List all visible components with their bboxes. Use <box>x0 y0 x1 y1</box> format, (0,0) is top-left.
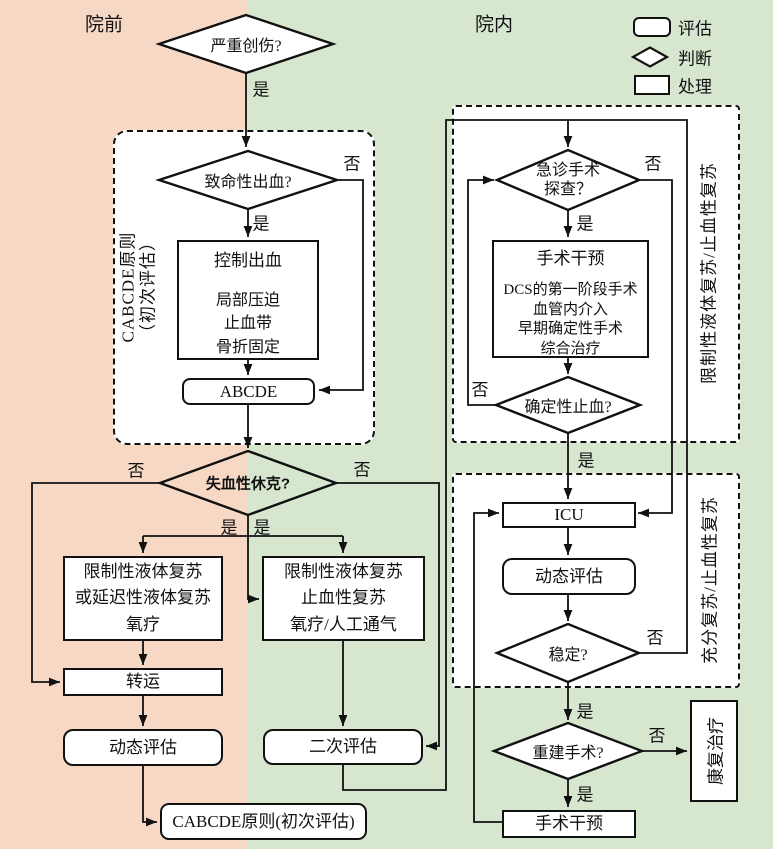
fatal-bleeding-text: 致命性出血? <box>204 174 292 191</box>
surgical-intervention-box: 手术干预 DCS的第一阶段手术 血管内介入 早期确定性手术 综合治疗 <box>492 240 649 358</box>
hemorrhagic-shock-text: 失血性休克? <box>205 475 291 493</box>
surgical-intervention-item: 早期确定性手术 <box>517 321 623 338</box>
branch-no: 否 <box>644 154 662 174</box>
branch-yes: 是 <box>577 451 595 471</box>
legend-treat-shape <box>634 75 670 95</box>
edge-hemostasis-no-loop <box>467 175 496 406</box>
dynamic-assess-right-box: 动态评估 <box>502 558 636 595</box>
edge-shock-yes-split <box>143 515 343 537</box>
branch-no: 否 <box>648 726 666 746</box>
severe-trauma-text: 严重创伤? <box>210 38 282 55</box>
region-prehospital-label: 院前 <box>84 14 124 36</box>
control-bleeding-title: 控制出血 <box>214 251 282 270</box>
branch-yes: 是 <box>220 518 238 538</box>
control-bleeding-item: 局部压迫 <box>215 292 280 310</box>
branch-no: 否 <box>471 380 489 400</box>
legend-assess-label: 评估 <box>678 19 712 39</box>
branch-yes: 是 <box>252 80 270 100</box>
severe-trauma-diamond <box>155 13 337 75</box>
edge-dynassess-to-cabcde-re <box>142 766 157 827</box>
icu-box: ICU <box>502 502 636 528</box>
stable-text: 稳定? <box>548 647 588 664</box>
surgical-intervention2-label: 手术干预 <box>535 814 603 834</box>
edge-yes-to-right-resus-side <box>247 536 259 604</box>
legend-assess-shape <box>633 17 671 37</box>
edge-surg2-loop-to-icu <box>473 508 502 823</box>
emergency-surgery-diamond <box>493 148 643 212</box>
edge-fatal-no-to-abcde <box>319 179 364 395</box>
branch-yes: 是 <box>576 702 594 722</box>
left-resus-box: 限制性液体复苏 或延迟性液体复苏 氧疗 <box>63 556 223 641</box>
dynamic-assess-left-box: 动态评估 <box>63 729 223 766</box>
emergency-surgery-line2: 探查？ <box>543 181 593 198</box>
full-resus-group-label: 充分复苏/止血性复苏 <box>700 496 720 664</box>
surgical-intervention2-box: 手术干预 <box>502 810 636 838</box>
left-resus-line: 限制性液体复苏 <box>83 561 203 581</box>
reconstruction-diamond <box>490 721 646 781</box>
stable-diamond <box>493 622 643 684</box>
control-bleeding-box: 控制出血 局部压迫 止血带 骨折固定 <box>177 240 319 360</box>
legend-treat-label: 处理 <box>678 77 712 97</box>
branch-no: 否 <box>353 460 371 480</box>
cabcde-reassess-label: CABCDE原则(初次评估) <box>172 811 355 831</box>
right-resus-line: 限制性液体复苏 <box>284 561 403 581</box>
abcde-label: ABCDE <box>219 381 278 401</box>
secondary-assess-label: 二次评估 <box>309 737 377 757</box>
cabcde-group-line1: CABCDE原则 <box>118 231 138 343</box>
legend-decide-label: 判断 <box>678 49 712 69</box>
rehab-label: 康复治疗 <box>706 717 726 785</box>
rehab-box <box>690 700 738 802</box>
branch-yes: 是 <box>253 518 271 538</box>
emergency-surgery-line1: 急诊手术 <box>535 161 601 179</box>
cabcde-group-line2: （初次评估） <box>139 233 158 341</box>
left-resus-line: 或延迟性液体复苏 <box>75 588 211 608</box>
hemorrhagic-shock-diamond <box>156 449 340 517</box>
branch-yes: 是 <box>252 214 270 234</box>
definitive-hemostasis-diamond <box>492 375 644 435</box>
reconstruction-text: 重建手术? <box>532 745 604 762</box>
surgical-intervention-item: 血管内介入 <box>532 301 608 318</box>
transfer-box: 转运 <box>63 668 223 696</box>
icu-label: ICU <box>554 505 584 525</box>
edge-shock-no-right-to-secondary <box>336 482 440 751</box>
surgical-intervention-item: DCS的第一阶段手术 <box>503 282 638 299</box>
right-resus-box: 限制性液体复苏 止血性复苏 氧疗/人工通气 <box>262 556 425 641</box>
branch-no: 否 <box>343 154 361 174</box>
definitive-hemostasis-text: 确定性止血? <box>524 399 612 416</box>
cabcde-group-label: CABCDE原则 （初次评估） <box>119 232 160 343</box>
dynamic-assess-right-label: 动态评估 <box>535 566 603 586</box>
control-bleeding-item: 骨折固定 <box>215 338 280 356</box>
branch-no: 否 <box>646 628 664 648</box>
branch-yes: 是 <box>576 214 594 234</box>
branch-no: 否 <box>127 461 145 481</box>
edge-shock-no-left-to-transfer <box>31 482 160 687</box>
cabcde-reassess-box: CABCDE原则(初次评估) <box>160 803 367 840</box>
right-resus-line: 止血性复苏 <box>301 588 386 608</box>
transfer-label: 转运 <box>126 672 160 692</box>
left-resus-line: 氧疗 <box>126 614 160 634</box>
surgical-intervention-item: 综合治疗 <box>540 340 601 357</box>
branch-yes: 是 <box>576 785 594 805</box>
emergency-surgery-text: 急诊手术 探查？ <box>536 161 600 199</box>
region-inhospital-label: 院内 <box>474 14 514 36</box>
secondary-assess-box: 二次评估 <box>263 729 423 765</box>
surgical-intervention-title: 手术干预 <box>536 249 605 268</box>
right-resus-line: 氧疗/人工通气 <box>290 614 397 634</box>
legend-decide-diamond <box>630 46 670 68</box>
abcde-box: ABCDE <box>182 378 315 405</box>
restrictive-resus-group-label: 限制性液体复苏/止血性复苏 <box>699 162 719 384</box>
control-bleeding-item: 止血带 <box>223 315 272 333</box>
dynamic-assess-left-label: 动态评估 <box>109 737 177 757</box>
edge-secondary-loop <box>342 119 688 791</box>
fatal-bleeding-diamond <box>155 149 341 211</box>
edge-emergency-no-to-icu <box>638 179 673 518</box>
